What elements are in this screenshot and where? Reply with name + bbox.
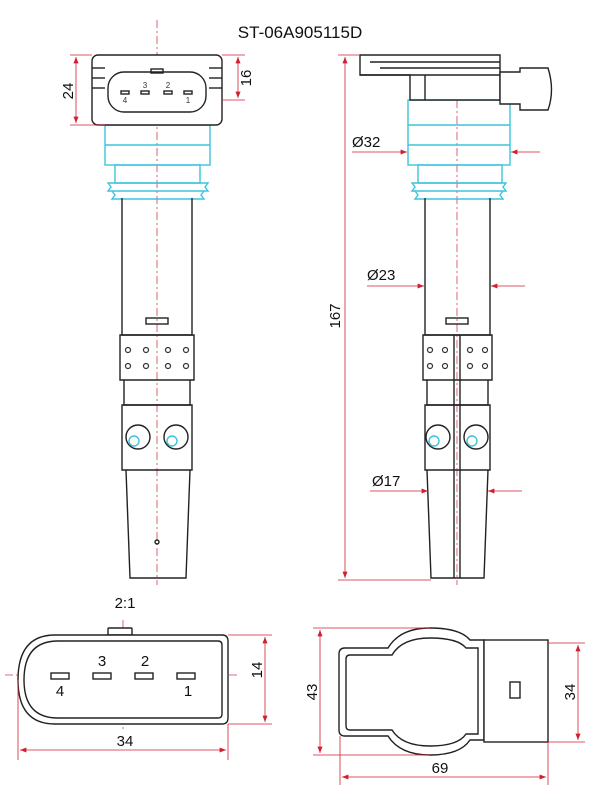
pin-label-1: 1 xyxy=(186,96,191,105)
connector-detail: 2:1 3 2 4 1 14 34 xyxy=(5,595,272,760)
pin-4: 4 xyxy=(56,683,64,700)
front-view: 4 3 2 1 24 16 xyxy=(60,20,255,585)
scale-label: 2:1 xyxy=(115,595,136,612)
dim-34-width: 34 xyxy=(117,733,134,750)
pin-1: 1 xyxy=(184,683,192,700)
dim-24: 24 xyxy=(60,83,77,100)
dim-dia-17: Ø17 xyxy=(372,473,400,490)
pin-2: 2 xyxy=(141,653,149,670)
top-view: 43 34 69 xyxy=(304,627,585,785)
dim-dia-32: Ø32 xyxy=(352,134,380,151)
dim-167: 167 xyxy=(327,303,344,328)
pin-3: 3 xyxy=(98,653,106,670)
side-view: 167 Ø32 Ø23 Ø17 xyxy=(327,54,553,585)
dim-dia-23: Ø23 xyxy=(367,267,395,284)
pin-label-2: 2 xyxy=(166,81,171,90)
dim-14: 14 xyxy=(249,662,266,679)
dim-69: 69 xyxy=(432,760,449,777)
drawing-title: ST-06A905115D xyxy=(238,23,362,42)
dim-34-plug: 34 xyxy=(562,684,579,701)
dim-43: 43 xyxy=(304,684,321,701)
pin-label-4: 4 xyxy=(123,96,128,105)
pin-label-3: 3 xyxy=(143,81,148,90)
dim-16: 16 xyxy=(238,70,255,87)
